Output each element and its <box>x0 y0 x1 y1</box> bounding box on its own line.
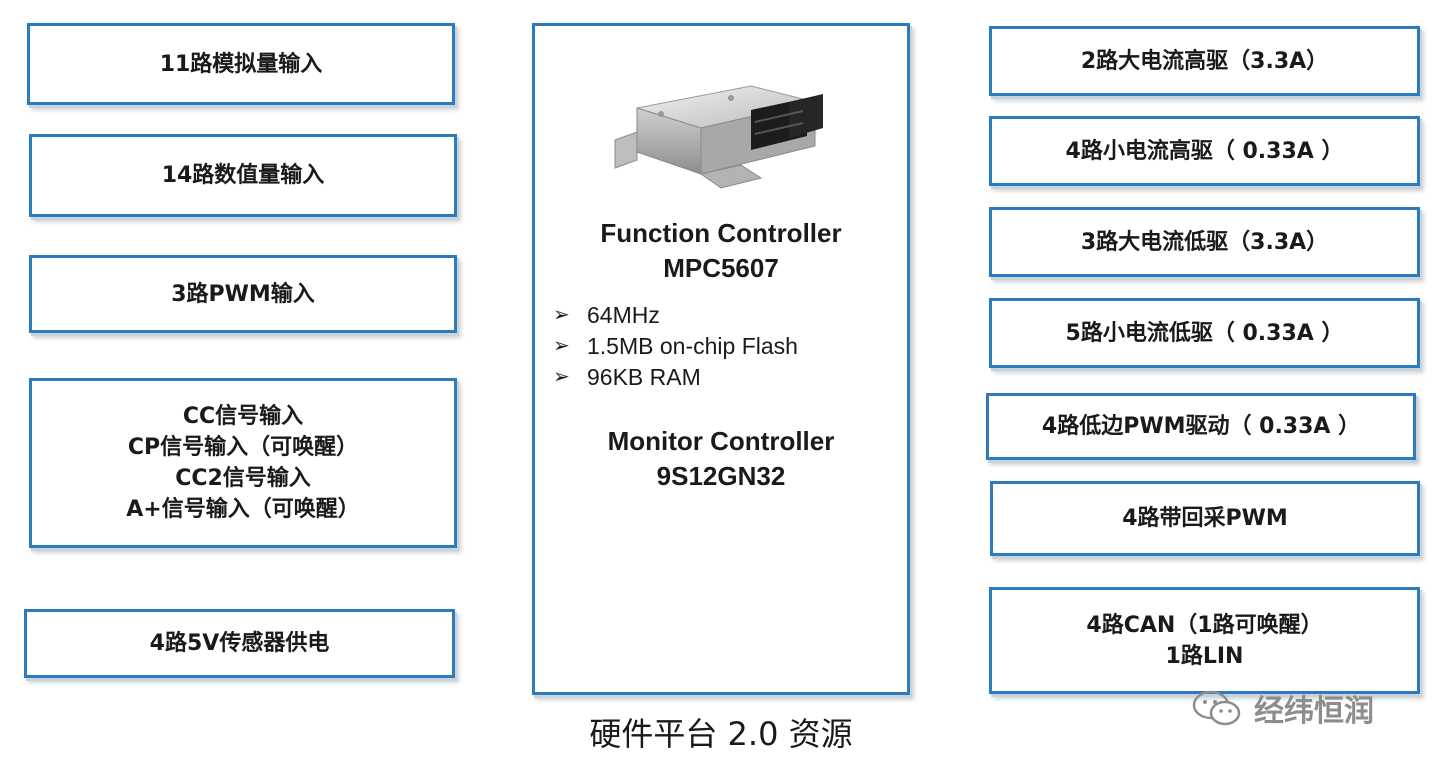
right-box-low-current-high-side: 4路小电流高驱（ 0.33A ） <box>989 116 1420 186</box>
watermark-text: 经纬恒润 <box>1254 694 1374 729</box>
box-line: CP信号输入（可唤醒） <box>127 435 359 460</box>
monitor-controller-model: 9S12GN32 <box>656 461 786 491</box>
spec-list: ➢64MHz ➢1.5MB on-chip Flash ➢96KB RAM <box>553 300 798 393</box>
ecu-housing-icon <box>614 85 823 189</box>
function-controller-model: MPC5607 <box>663 253 779 283</box>
right-box-low-side-pwm: 4路低边PWM驱动（ 0.33A ） <box>986 393 1416 460</box>
spec-item: ➢96KB RAM <box>553 362 798 393</box>
box-line: 4路小电流高驱（ 0.33A ） <box>1065 138 1344 164</box>
left-box-sensor-supply: 4路5V传感器供电 <box>24 609 455 678</box>
left-box-pwm-input: 3路PWM输入 <box>29 255 457 333</box>
right-box-low-current-low-side: 5路小电流低驱（ 0.33A ） <box>989 298 1420 368</box>
box-line: CC信号输入 <box>182 404 304 429</box>
box-line: 4路CAN（1路可唤醒） <box>1086 612 1323 638</box>
box-line: 2路大电流高驱（3.3A） <box>1080 48 1329 74</box>
box-line: 11路模拟量输入 <box>159 51 323 77</box>
arrowhead-bullet-icon: ➢ <box>553 304 570 326</box>
left-box-signal-inputs: CC信号输入 CP信号输入（可唤醒） CC2信号输入 A+信号输入（可唤醒） <box>29 378 457 548</box>
box-line: 3路大电流低驱（3.3A） <box>1080 229 1329 255</box>
watermark: 经纬恒润 <box>1190 686 1374 730</box>
box-line: 4路带回采PWM <box>1122 506 1288 531</box>
box-line: 4路低边PWM驱动（ 0.33A ） <box>1041 414 1361 439</box>
left-box-digital-input: 14路数值量输入 <box>29 134 457 217</box>
arrowhead-bullet-icon: ➢ <box>553 366 570 388</box>
left-box-analog-input: 11路模拟量输入 <box>27 23 455 105</box>
figure-caption: 硬件平台 2.0 资源 <box>589 715 853 753</box>
right-box-high-current-high-side: 2路大电流高驱（3.3A） <box>989 26 1420 96</box>
box-line: 1路LIN <box>1165 643 1244 669</box>
box-line: CC2信号输入 <box>175 466 311 491</box>
function-controller-name: Function Controller <box>600 218 842 248</box>
box-line: 4路5V传感器供电 <box>149 631 330 656</box>
box-line: 14路数值量输入 <box>161 163 325 188</box>
box-line: A+信号输入（可唤醒） <box>126 497 360 522</box>
right-box-feedback-pwm: 4路带回采PWM <box>990 481 1420 556</box>
right-box-high-current-low-side: 3路大电流低驱（3.3A） <box>989 207 1420 277</box>
box-line: 5路小电流低驱（ 0.33A ） <box>1065 320 1344 346</box>
wechat-icon <box>1192 690 1241 726</box>
controller-panel: Function Controller MPC5607 ➢64MHz ➢1.5M… <box>532 23 910 695</box>
right-box-can-lin: 4路CAN（1路可唤醒） 1路LIN <box>989 587 1420 694</box>
arrowhead-bullet-icon: ➢ <box>553 335 570 357</box>
spec-item: ➢64MHz <box>553 300 798 331</box>
box-line: 3路PWM输入 <box>171 281 315 307</box>
monitor-controller-name: Monitor Controller <box>607 426 835 456</box>
spec-item: ➢1.5MB on-chip Flash <box>553 331 798 362</box>
